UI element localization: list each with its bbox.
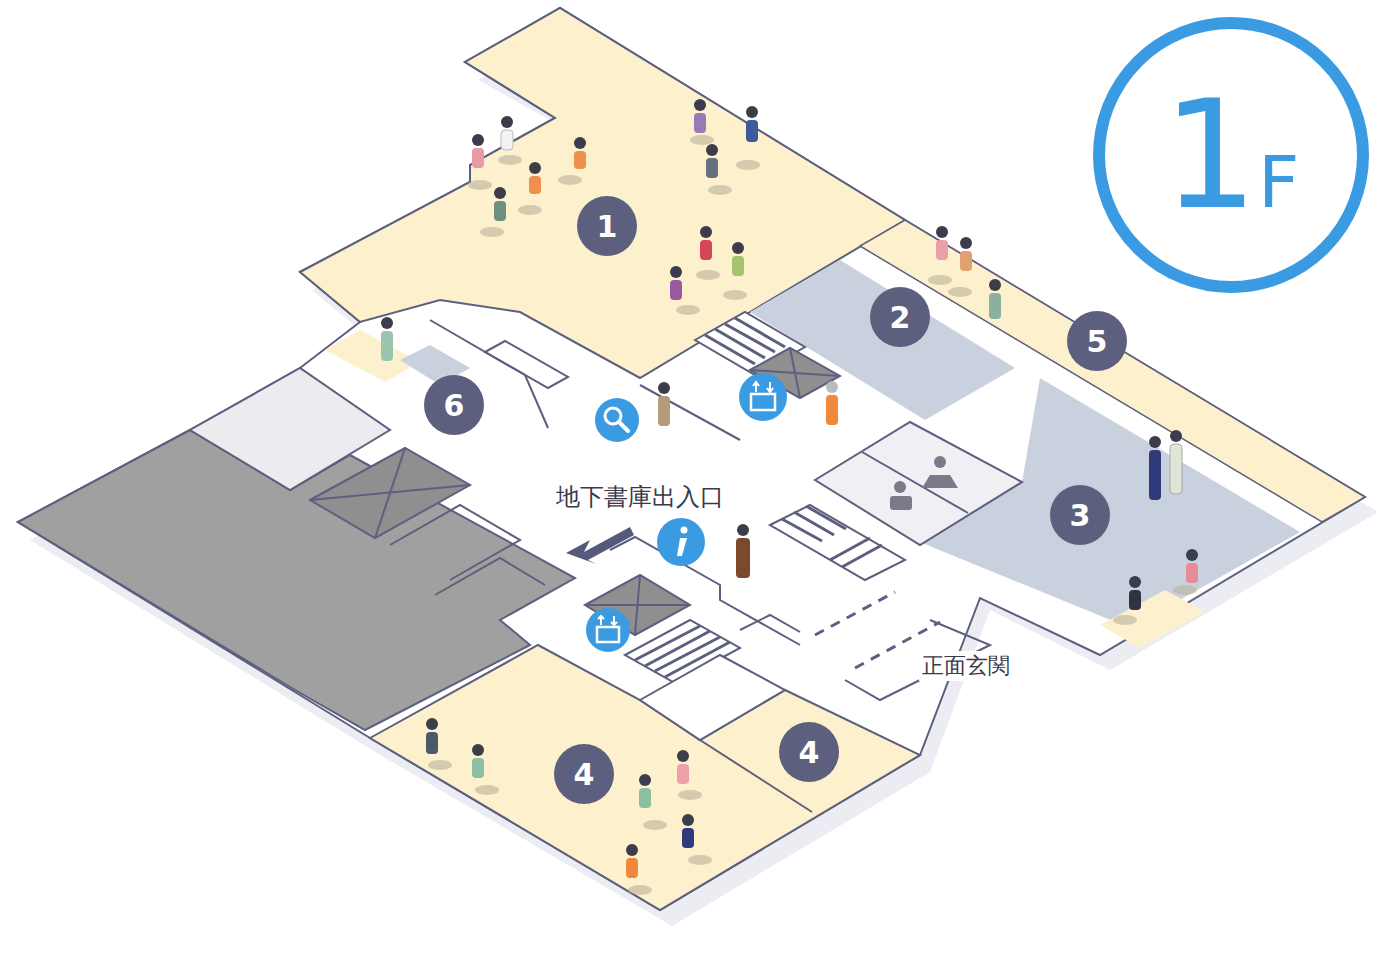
callout-number: 4 [554,744,614,804]
floor-indicator: 1F [1093,17,1369,293]
callout-number: 1 [577,196,637,256]
callout-text: 3 [1070,498,1091,533]
callout-number: 4 [779,722,839,782]
callout-text: 6 [444,388,465,423]
callout-number: 6 [424,375,484,435]
callout-number: 3 [1050,485,1110,545]
callout-text: 5 [1087,324,1108,359]
callout-number: 5 [1067,311,1127,371]
callout-text: 1 [597,209,618,244]
place-label: 地下書庫出入口 [553,481,727,513]
callout-text: 4 [574,757,595,792]
floor-label: 1F [1163,80,1300,230]
callout-text: 2 [890,300,911,335]
callout-number: 2 [870,287,930,347]
callout-text: 4 [799,735,820,770]
place-label: 正面玄関 [919,651,1013,681]
